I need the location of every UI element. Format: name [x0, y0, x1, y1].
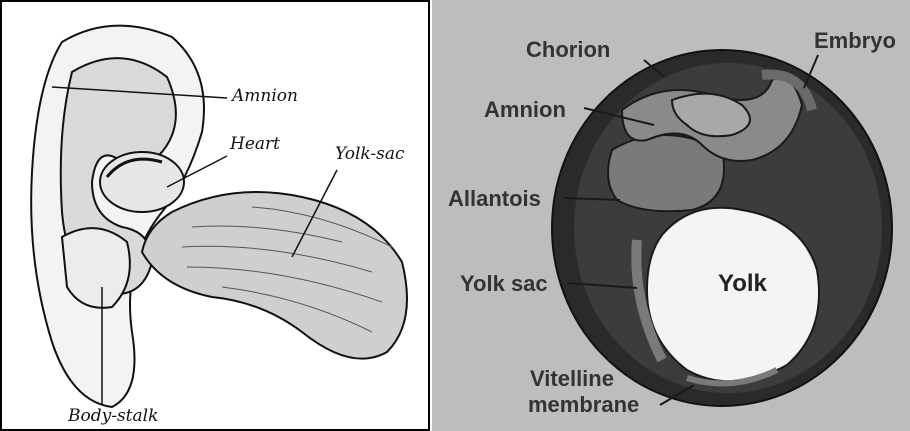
yolk-sac-shape — [142, 192, 407, 359]
label-heart: Heart — [230, 134, 280, 154]
label-body-stalk: Body-stalk — [68, 406, 158, 426]
heart-shape — [100, 152, 184, 212]
embryo-engraving-panel: Amnion Heart Yolk-sac Body-stalk — [0, 0, 430, 431]
embryo-engraving — [2, 2, 430, 431]
egg-cross-section-panel: Chorion Embryo Amnion Allantois Yolk sac… — [432, 0, 910, 431]
label-embryo: Embryo — [814, 28, 896, 53]
egg-cross-section — [432, 0, 910, 431]
label-membrane: membrane — [528, 392, 639, 417]
label-chorion: Chorion — [526, 37, 610, 62]
label-vitelline: Vitelline — [530, 366, 614, 391]
label-yolk-sac-right: Yolk sac — [460, 271, 548, 296]
label-allantois: Allantois — [448, 186, 541, 211]
label-amnion-right: Amnion — [484, 97, 566, 122]
label-yolk: Yolk — [718, 271, 767, 296]
label-yolk-sac-left: Yolk-sac — [335, 144, 405, 164]
label-amnion-left: Amnion — [232, 86, 298, 106]
